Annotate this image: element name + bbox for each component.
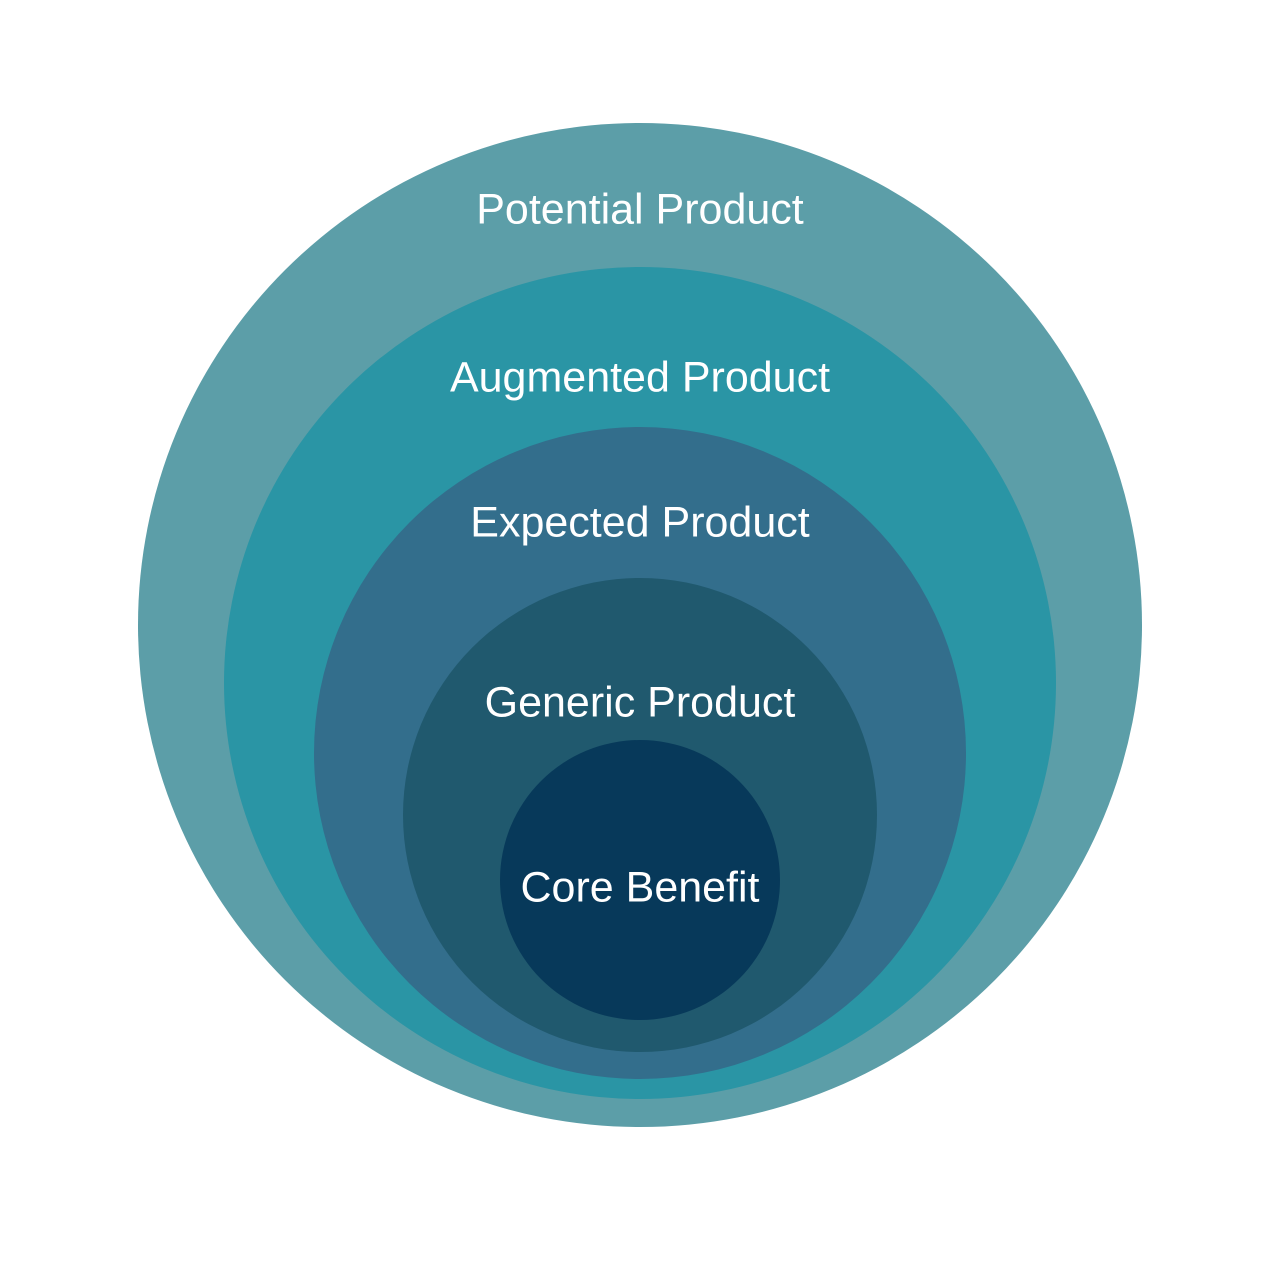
label-generic-product: Generic Product [485, 678, 796, 726]
label-potential-product: Potential Product [476, 185, 804, 233]
label-expected-product: Expected Product [470, 498, 809, 546]
label-augmented-product: Augmented Product [450, 353, 830, 401]
circles-layer [138, 123, 1142, 1127]
label-core-benefit: Core Benefit [520, 863, 759, 911]
circle-core-benefit [500, 740, 780, 1020]
